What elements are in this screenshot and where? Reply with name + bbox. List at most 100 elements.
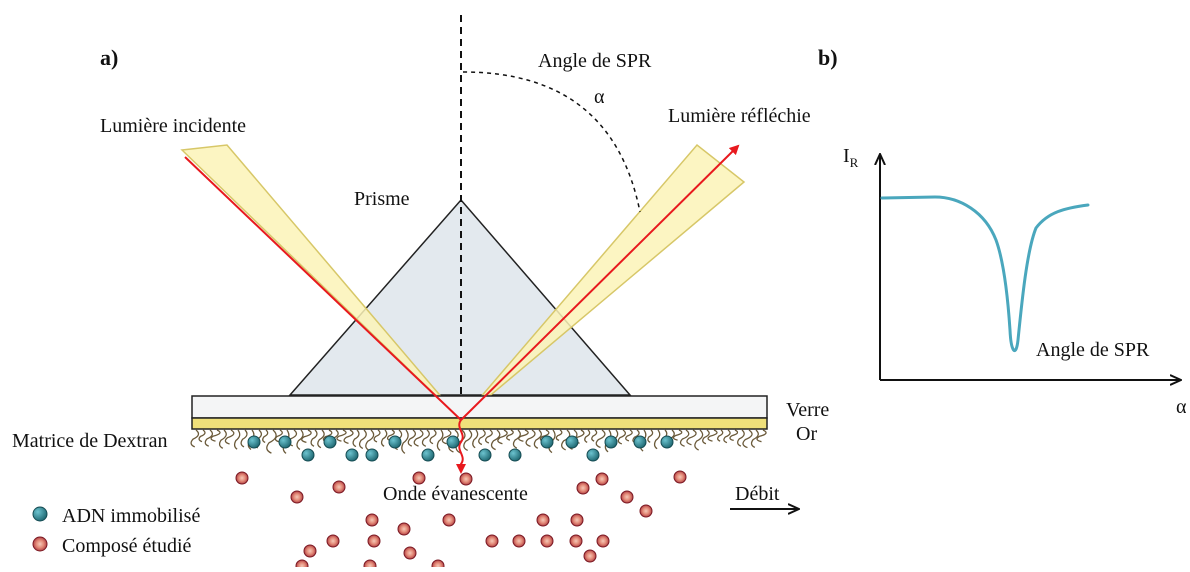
dextran-strand — [233, 429, 241, 450]
dextran-strand — [352, 429, 360, 448]
dextran-strand — [301, 429, 312, 444]
immobilized-dna — [446, 435, 460, 449]
studied-compound — [536, 513, 550, 527]
studied-compound — [365, 513, 379, 527]
dextran-strand — [756, 429, 767, 443]
dextran-strand — [310, 429, 318, 447]
studied-compound — [576, 481, 590, 495]
dextran-strand — [343, 429, 354, 444]
legend-dna-marker — [32, 506, 48, 522]
flow-label: Débit — [735, 483, 780, 505]
dextran-strand — [490, 429, 501, 451]
immobilized-dna — [604, 435, 618, 449]
dextran-strand — [584, 429, 591, 443]
immobilized-dna — [540, 435, 554, 449]
dextran-strand — [365, 429, 375, 452]
dextran-strand — [478, 429, 486, 446]
immobilized-dna — [365, 448, 379, 462]
studied-compound — [570, 513, 584, 527]
dextran-strand — [533, 429, 542, 449]
dextran-strand — [210, 429, 221, 442]
dextran-strand — [296, 429, 304, 450]
dextran-strand — [518, 429, 529, 442]
legend: ADN immobilisé Composé étudié — [32, 505, 200, 557]
studied-compound — [639, 504, 653, 518]
dextran-strand — [266, 429, 277, 454]
studied-compound — [673, 470, 687, 484]
dextran-strand — [742, 429, 753, 449]
studied-compound — [332, 480, 346, 494]
studied-compound — [397, 522, 411, 536]
y-axis-label: IR — [843, 145, 859, 170]
gold-layer — [191, 417, 768, 430]
immobilized-dna — [478, 448, 492, 462]
immobilized-dna — [247, 435, 261, 449]
dextran-strand — [336, 429, 347, 442]
evanescent-wave-arrow — [456, 419, 466, 474]
dextran-strand — [262, 429, 269, 444]
dextran-strand — [672, 429, 683, 441]
dextran-strand — [679, 429, 690, 447]
immobilized-dna — [421, 448, 435, 462]
incident-ray — [184, 156, 462, 421]
immobilized-dna — [508, 448, 522, 462]
dextran-strand — [595, 429, 606, 449]
dextran-matrix — [190, 429, 767, 454]
immobilized-dna — [323, 435, 337, 449]
dextran-strand — [512, 429, 521, 449]
dextran-strand — [737, 429, 745, 447]
dextran-strand — [463, 429, 473, 452]
panel-a: a) Angle de SPR α Lumière incidente Lu — [12, 15, 829, 572]
dextran-strand — [525, 429, 536, 448]
immobilized-dna — [301, 448, 315, 462]
dextran-strand — [472, 429, 479, 449]
dextran-strand — [317, 429, 325, 449]
immobilized-dna — [565, 435, 579, 449]
dextran-strand — [617, 429, 627, 445]
dextran-strand — [591, 429, 598, 442]
studied-compound — [431, 559, 445, 572]
dextran-matrix-label: Matrice de Dextran — [12, 430, 167, 452]
legend-compound-label: Composé étudié — [62, 535, 192, 557]
studied-compound — [569, 534, 583, 548]
alpha-label: α — [594, 86, 605, 108]
dextran-strand — [274, 429, 283, 443]
dextran-strand — [436, 429, 444, 451]
legend-dna-label: ADN immobilisé — [62, 505, 200, 527]
immobilized-dna — [660, 435, 674, 449]
immobilized-dna — [388, 435, 402, 449]
dextran-strand — [506, 429, 514, 441]
evanescent-wave-label: Onde évanescente — [383, 483, 528, 505]
studied-compound — [583, 549, 597, 563]
panel-a-letter: a) — [100, 45, 118, 70]
dextran-strand — [407, 429, 417, 447]
dextran-strand — [373, 429, 381, 443]
studied-compound — [363, 559, 377, 572]
reflected-ray — [460, 144, 740, 421]
studied-compound — [540, 534, 554, 548]
spr-dip-label: Angle de SPR — [1036, 339, 1150, 361]
studied-compound — [412, 471, 426, 485]
glass-slide — [191, 395, 768, 419]
studied-compound — [442, 513, 456, 527]
studied-compound — [303, 544, 317, 558]
studied-compound — [595, 472, 609, 486]
dextran-strand — [647, 429, 654, 443]
studied-compound — [290, 490, 304, 504]
dextran-strand — [386, 429, 395, 442]
dextran-strand — [441, 429, 452, 445]
dextran-strand — [204, 429, 214, 447]
dextran-strand — [723, 429, 731, 444]
dextran-strand — [702, 429, 710, 445]
dextran-strand — [190, 429, 200, 448]
dextran-strand — [686, 429, 697, 446]
studied-compound — [620, 490, 634, 504]
dextran-strand — [198, 429, 206, 443]
immobilized-dna — [278, 435, 292, 449]
dextran-strand — [421, 429, 430, 447]
studied-compound — [403, 546, 417, 560]
dextran-strand — [218, 429, 227, 449]
incident-beam — [180, 144, 462, 421]
dextran-strand — [484, 429, 493, 444]
